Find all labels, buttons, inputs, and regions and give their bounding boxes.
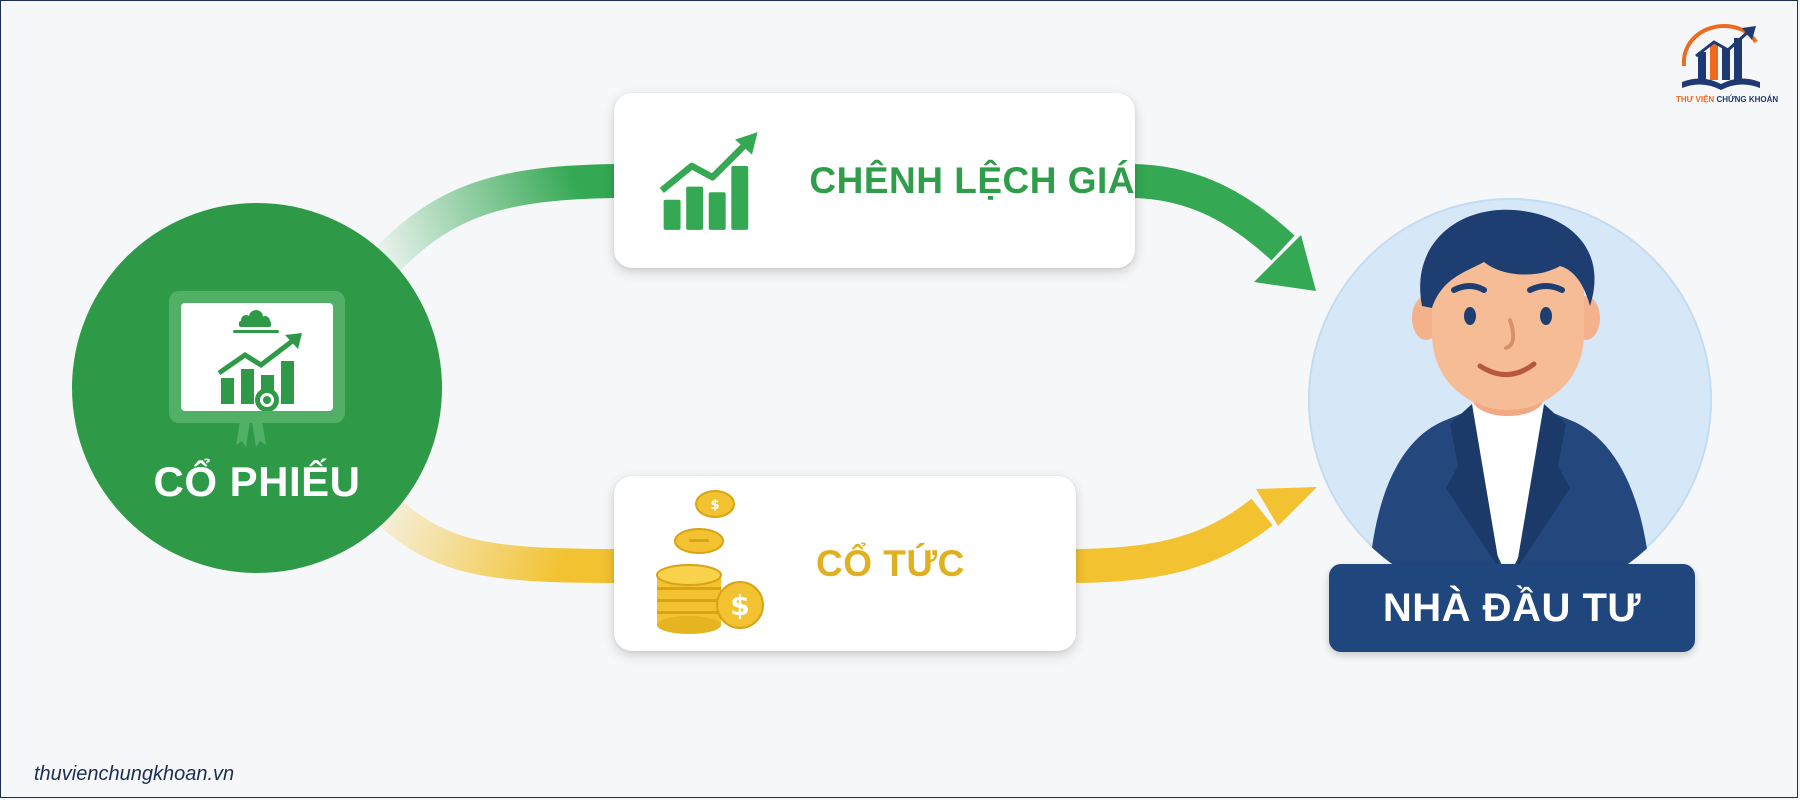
svg-text:$: $ [730,589,749,622]
investor-tag: NHÀ ĐẦU TƯ [1329,564,1695,652]
investor-node [1308,198,1712,602]
logo-text-part1: THƯ VIỆN [1676,95,1715,104]
gold-arrow-left-segment [373,495,621,583]
website-link[interactable]: thuvienchungkhoan.vn [34,763,235,785]
logo-text-part2: CHỨNG KHOÁN [1716,95,1779,104]
dividend-card: $ $ CỔ TỨC [614,476,1076,651]
brand-logo: THƯ VIỆN CHỨNG KHOÁN [1676,22,1778,106]
green-arrow-right-segment [1129,164,1295,261]
gold-arrow-right-segment [1069,498,1273,583]
rising-chart-icon [659,131,758,230]
gold-arrowhead [1256,487,1317,526]
investor-avatar-icon [1368,209,1652,602]
stock-node: CỔ PHIẾU [72,203,442,573]
svg-text:$: $ [710,498,719,513]
investor-label: NHÀ ĐẦU TƯ [1382,585,1642,630]
price-difference-label: CHÊNH LỆCH GIÁ [809,159,1135,201]
green-arrowhead [1254,235,1316,291]
stock-label: CỔ PHIẾU [153,458,361,505]
stock-certificate-icon [169,291,345,423]
coin-stack-icon: $ $ [656,489,764,634]
dividend-label: CỔ TỨC [816,542,965,584]
bar-chart-book-logo-icon [1681,23,1760,90]
certificate-ribbon-icon [236,421,266,447]
price-difference-card: CHÊNH LỆCH GIÁ [614,93,1135,268]
logo-text: THƯ VIỆN CHỨNG KHOÁN [1676,95,1778,104]
green-arrow-left-segment [372,164,621,274]
